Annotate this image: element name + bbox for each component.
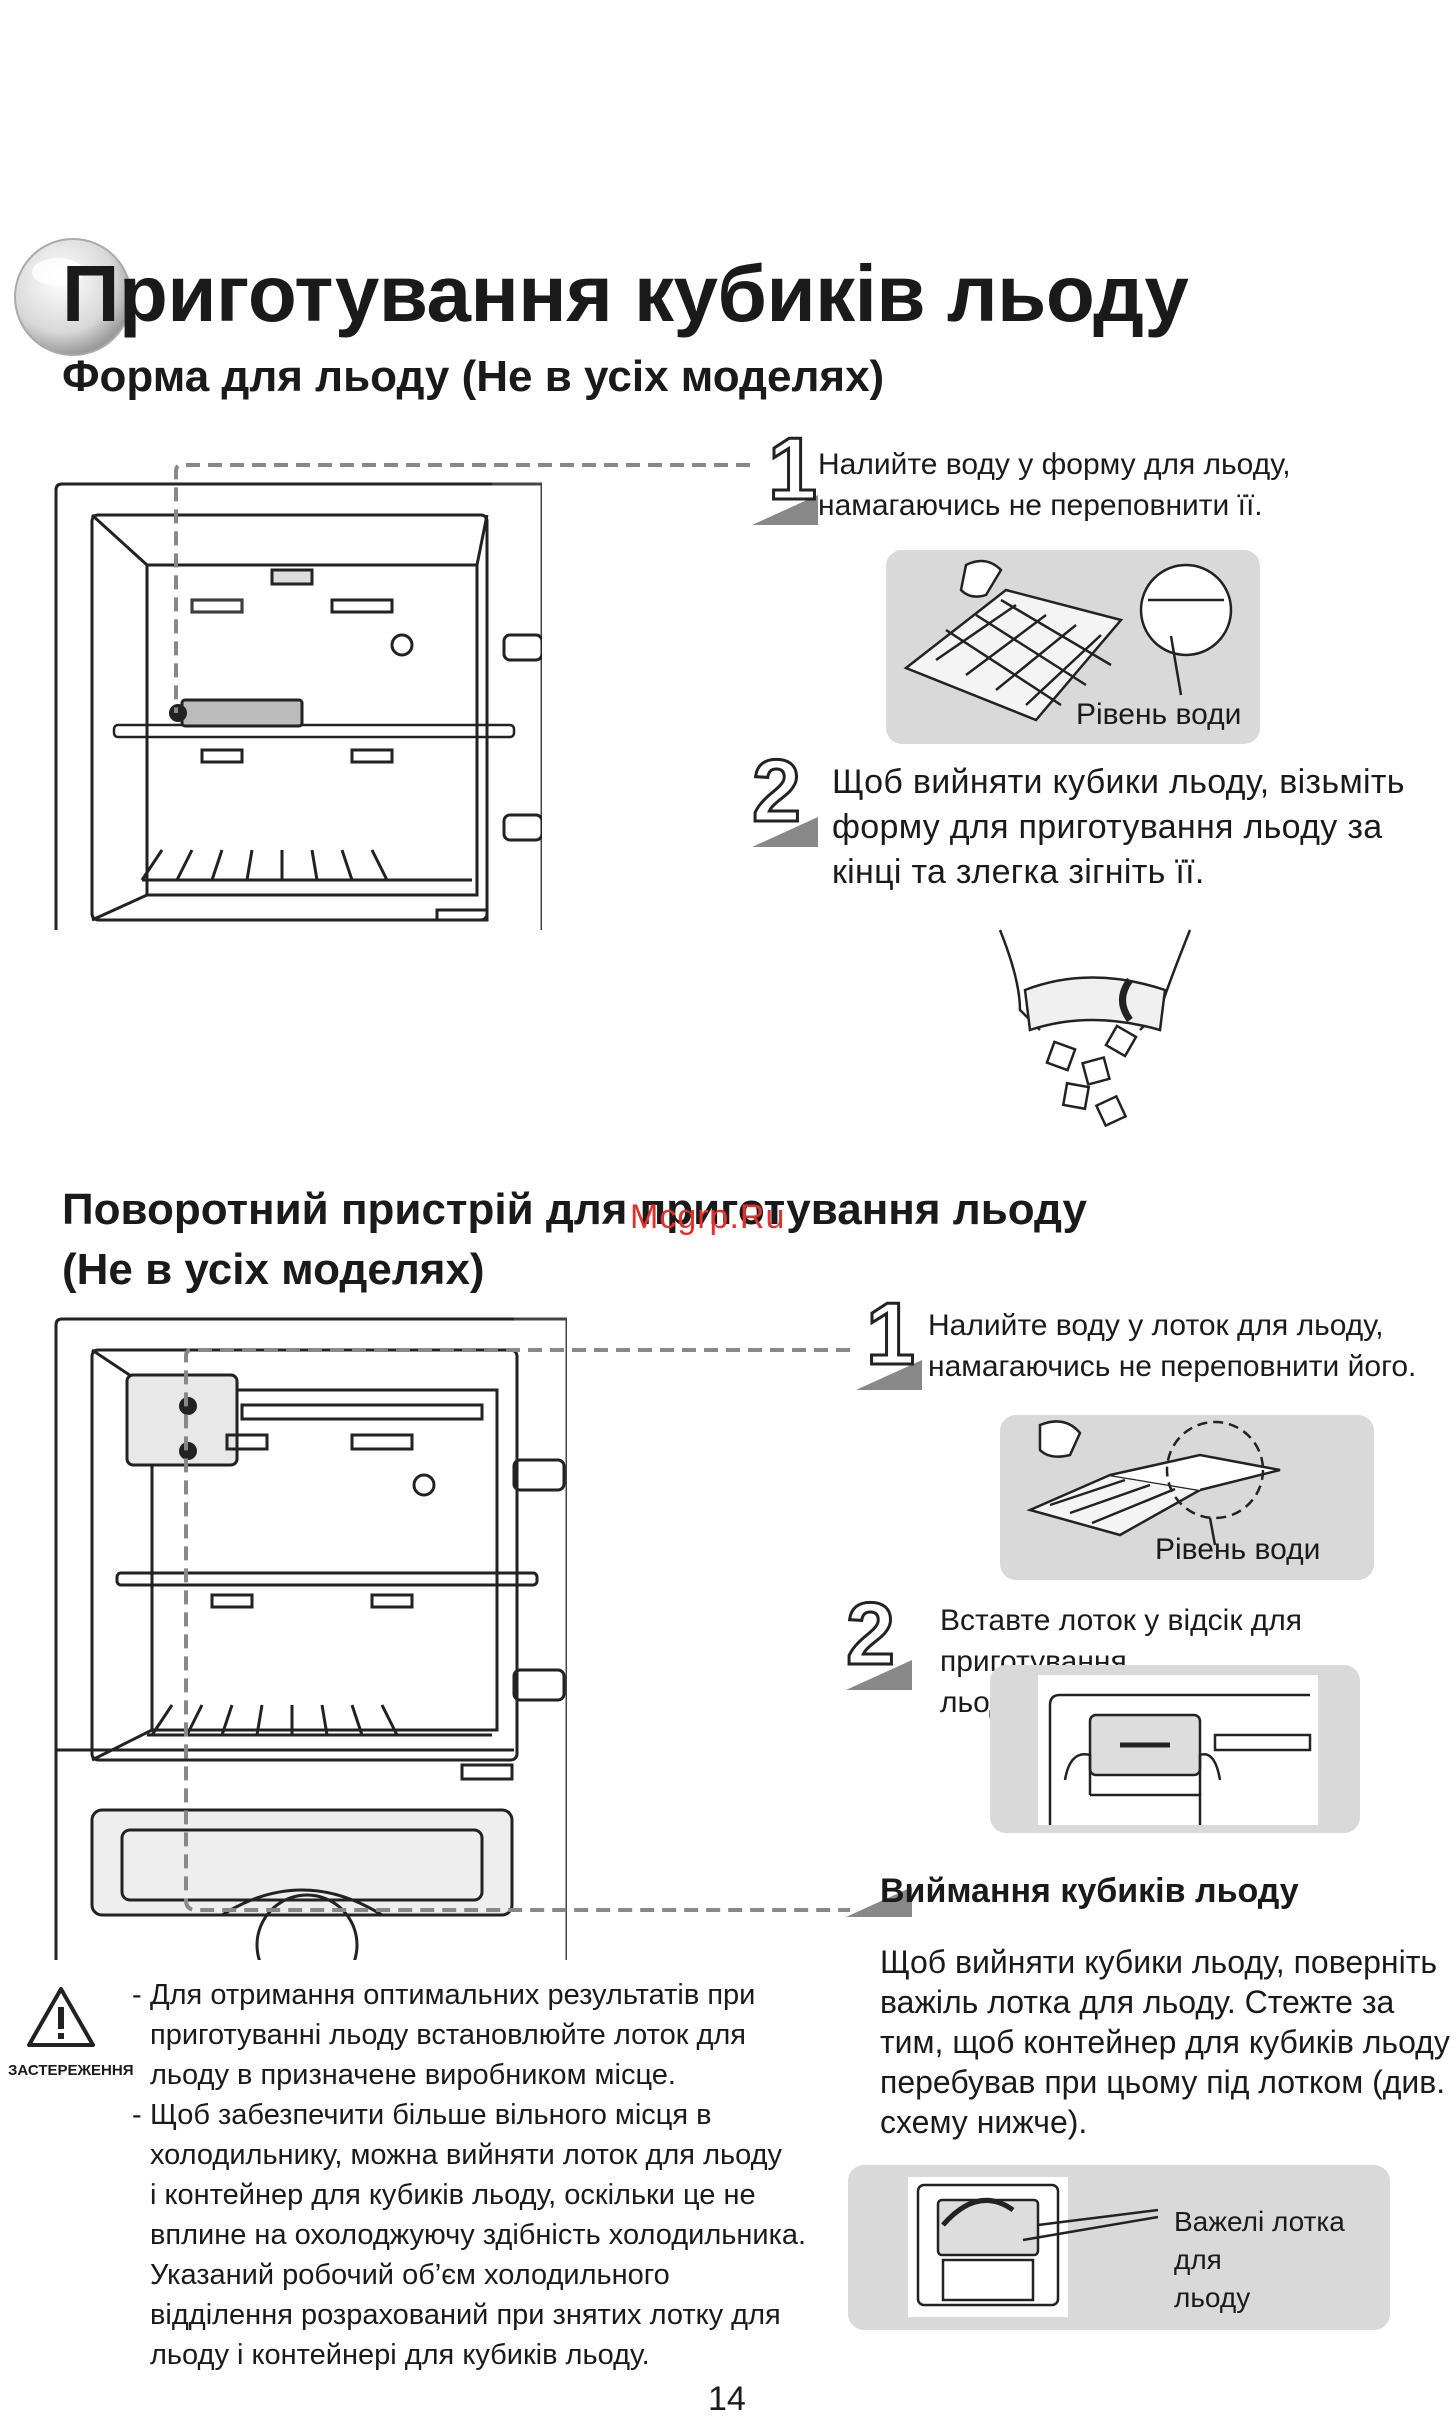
removal-drawing bbox=[908, 2177, 1159, 2317]
removal-caption-line2: льоду bbox=[1174, 2282, 1251, 2313]
s2-insert-tray-drawing bbox=[1038, 1675, 1318, 1825]
warning-bullet-1: Для отримання оптимальних результатів пр… bbox=[132, 1975, 852, 2095]
watermark: Mcgrp.Ru bbox=[630, 1198, 786, 1236]
s2-step1-number-badge bbox=[856, 1360, 922, 1390]
step1-number: 1 bbox=[767, 418, 819, 520]
s2-step1-text-line1: Налийте воду у лоток для льоду, bbox=[928, 1309, 1384, 1342]
s2-step1-number: 1 bbox=[865, 1283, 917, 1385]
warning-bullet-1-line3: льоду в призначене виробником місце. bbox=[150, 2059, 676, 2091]
warning-bullet-2-line5: Указаний робочий об’єм холодильного bbox=[150, 2259, 670, 2291]
removal-heading: Виймання кубиків льоду bbox=[880, 1872, 1299, 1910]
removal-text-line4: перебував при цьому під лотком (див. bbox=[880, 2064, 1446, 2100]
ice-tray-drawing bbox=[903, 559, 1233, 722]
removal-text-line2: важіль лотка для льоду. Стежте за bbox=[880, 1984, 1395, 2020]
s2-step2-number: 2 bbox=[845, 1583, 897, 1685]
step1-text-line1: Налийте воду у форму для льоду, bbox=[818, 448, 1291, 481]
s2-tray-fill-figure: Рівень води bbox=[1000, 1415, 1374, 1580]
step1-caption: Рівень води bbox=[1076, 698, 1242, 731]
s2-tray-drawing bbox=[1026, 1420, 1281, 1546]
removal-caption: Важелі лотка для льоду bbox=[1174, 2203, 1390, 2317]
section2-heading-line1: Поворотний пристрій для приготування льо… bbox=[62, 1185, 1087, 1234]
warning-bullets: Для отримання оптимальних результатів пр… bbox=[132, 1975, 852, 2375]
removal-text-line5: схему нижче). bbox=[880, 2104, 1088, 2140]
step2-text: Щоб вийняти кубики льоду, візьміть форму… bbox=[832, 760, 1405, 895]
step1-text: Налийте воду у форму для льоду, намагаюч… bbox=[818, 444, 1291, 526]
page-title: Приготування кубиків льоду bbox=[62, 249, 1189, 338]
ice-tray-fill-figure: Рівень води bbox=[886, 550, 1260, 744]
removal-figure: Важелі лотка для льоду bbox=[848, 2165, 1390, 2330]
warning-bullet-1-line1: Для отримання оптимальних результатів пр… bbox=[150, 1979, 756, 2011]
removal-text: Щоб вийняти кубики льоду, поверніть важі… bbox=[880, 1942, 1450, 2142]
removal-text-line1: Щоб вийняти кубики льоду, поверніть bbox=[880, 1944, 1438, 1980]
warning-bullet-1-line2: приготуванні льоду встановлюйте лоток дл… bbox=[150, 2019, 746, 2051]
s2-step1-text: Налийте воду у лоток для льоду, намагаюч… bbox=[928, 1305, 1416, 1387]
bubble-icon bbox=[14, 238, 132, 356]
s2-insert-tray-figure bbox=[990, 1665, 1360, 1833]
fridge-freezer-illustration bbox=[54, 482, 542, 930]
removal-caption-line1: Важелі лотка для bbox=[1174, 2206, 1345, 2275]
step1-number-badge bbox=[752, 495, 818, 525]
removal-text-line3: тим, щоб контейнер для кубиків льоду bbox=[880, 2024, 1450, 2060]
warning-label: ЗАСТЕРЕЖЕННЯ bbox=[8, 2062, 134, 2079]
warning-bullet-2-line6: відділення розрахований при знятих лотку… bbox=[150, 2299, 781, 2331]
leader-lines-section2 bbox=[184, 1348, 850, 1912]
warning-icon bbox=[27, 1987, 95, 2047]
leader-line bbox=[174, 463, 750, 713]
step1-text-line2: намагаючись не переповнити її. bbox=[818, 489, 1263, 522]
warning-bullet-2-line7: льоду і контейнері для кубиків льоду. bbox=[150, 2339, 650, 2371]
step2-text-line2: форму для приготування льоду за bbox=[832, 808, 1383, 846]
warning-bullet-2: Щоб забезпечити більше вільного місця в … bbox=[132, 2095, 852, 2375]
fridge-rotary-illustration bbox=[54, 1317, 567, 1960]
warning-bullet-2-line4: вплине на охолоджуючу здібність холодиль… bbox=[150, 2219, 807, 2251]
section2-heading-line2: (Не в усіх моделях) bbox=[62, 1245, 485, 1294]
s2-step2-number-badge bbox=[846, 1660, 912, 1690]
step2-text-line1: Щоб вийняти кубики льоду, візьміть bbox=[832, 763, 1405, 801]
warning-bullet-2-line3: і контейнер для кубиків льоду, оскільки … bbox=[150, 2179, 756, 2211]
s2-step1-caption: Рівень води bbox=[1155, 1533, 1321, 1566]
step2-number: 2 bbox=[751, 740, 803, 842]
page-number: 14 bbox=[708, 2380, 746, 2418]
section1-heading: Форма для льоду (Не в усіх моделях) bbox=[62, 352, 885, 401]
s2-step1-text-line2: намагаючись не переповнити його. bbox=[928, 1350, 1417, 1383]
warning-bullet-2-line1: Щоб забезпечити більше вільного місця в bbox=[150, 2099, 712, 2131]
step2-number-badge bbox=[752, 817, 818, 847]
twist-tray-illustration bbox=[998, 929, 1192, 1128]
step2-text-line3: кінці та злегка зігніть її. bbox=[832, 853, 1205, 891]
warning-bullet-2-line2: холодильнику, можна вийняти лоток для ль… bbox=[150, 2139, 783, 2171]
removal-heading-badge bbox=[846, 1887, 912, 1917]
